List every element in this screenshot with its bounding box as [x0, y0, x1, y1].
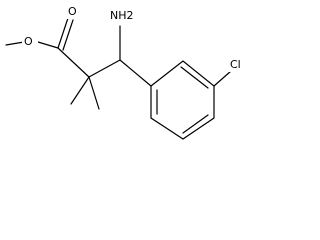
oxygen-ester-label: O — [24, 35, 33, 48]
oxygen-carbonyl-bg — [66, 5, 80, 19]
aromatic-double-2 — [182, 114, 209, 134]
bond-o-carbonyl — [37, 41, 59, 49]
amine-bg — [108, 8, 134, 24]
bond-ring-chlorine — [213, 70, 232, 87]
bond-lines — [5, 17, 232, 140]
bond-methyl-o — [5, 41, 25, 46]
bond-carbonyl-double-a — [57, 17, 69, 49]
chlorine-bg — [228, 57, 248, 72]
bond-carbonyl-double-b — [62, 19, 74, 51]
oxygen-ester-bg — [22, 35, 38, 49]
aromatic-double-1 — [180, 66, 209, 89]
bond-quaternary-ch — [88, 59, 121, 78]
bond-quaternary-methyl-right — [88, 76, 100, 110]
chlorine-label: Cl — [230, 58, 241, 71]
bond-ch-aryl — [119, 59, 152, 87]
amine-label: NH2 — [110, 9, 134, 22]
oxygen-carbonyl-label: O — [68, 5, 77, 18]
bond-quaternary-methyl-left — [70, 76, 90, 105]
atom-labels: O O NH2 Cl — [22, 5, 248, 72]
benzene-ring — [150, 60, 215, 140]
bond-carbonyl-quaternary — [57, 47, 90, 78]
molecule-structure: O O NH2 Cl — [5, 5, 248, 140]
